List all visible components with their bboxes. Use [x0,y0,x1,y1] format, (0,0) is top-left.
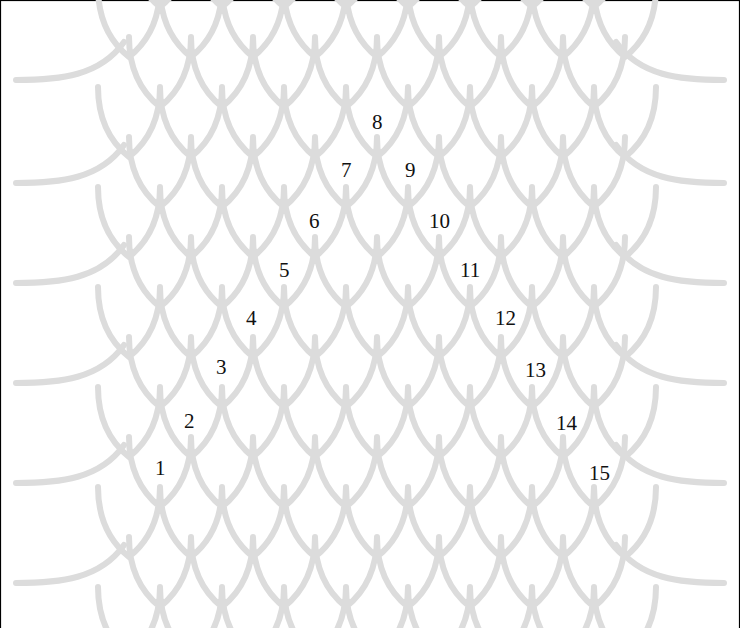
callout-number: 5 [279,260,290,281]
callout-number: 7 [341,160,352,181]
callout-number: 9 [405,160,416,181]
side-scale-line [16,42,724,583]
callout-number: 12 [495,308,516,329]
callout-number: 11 [460,260,480,281]
callout-number: 2 [184,411,195,432]
scale-outlines [98,0,656,628]
callout-number: 13 [525,360,546,381]
scale-outline [98,0,656,628]
callout-number: 4 [246,308,257,329]
callout-number: 6 [309,211,320,232]
callout-number: 8 [372,112,383,133]
callout-number: 15 [589,463,610,484]
callout-number: 1 [155,458,166,479]
side-scales [16,42,724,583]
callout-number: 10 [429,211,450,232]
callout-number: 3 [216,357,227,378]
callout-number: 14 [556,413,577,434]
